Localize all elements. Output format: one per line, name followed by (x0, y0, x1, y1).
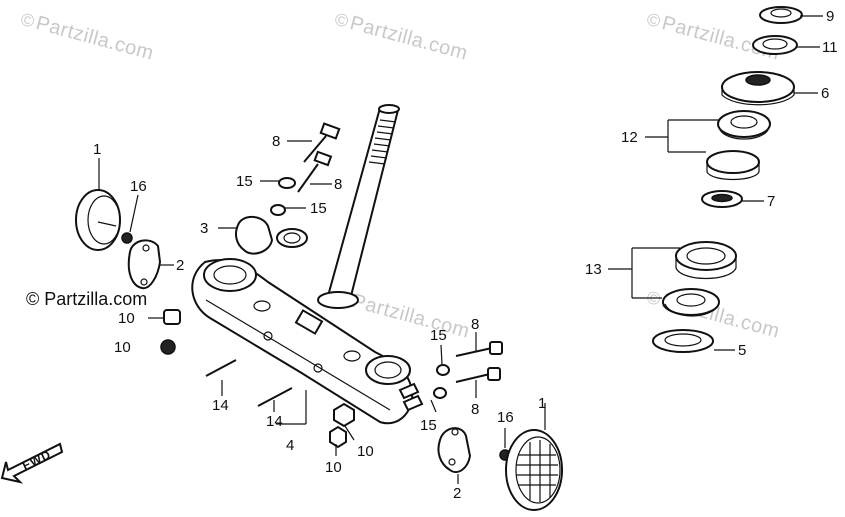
adjust-nut-6 (721, 71, 795, 106)
callout-8-right-bottom: 8 (471, 401, 480, 418)
lock-washer-11 (752, 35, 798, 55)
callout-1-left: 1 (93, 141, 102, 158)
washer-15-right (433, 364, 450, 399)
callout-14-right: 14 (266, 413, 283, 430)
bracket-left-2 (127, 239, 162, 290)
callout-2-right: 2 (453, 485, 462, 502)
callout-2-left: 2 (176, 257, 185, 274)
bolts-8-top (297, 122, 341, 193)
callout-12: 12 (621, 129, 638, 146)
callout-8-top: 8 (272, 133, 281, 150)
callout-10-left-top: 10 (118, 310, 135, 327)
callout-10-lower-left: 10 (325, 459, 342, 476)
emblem-cover-left (75, 189, 121, 251)
callout-8-right-top: 8 (471, 316, 480, 333)
callout-7: 7 (767, 193, 776, 210)
callout-10-left-bottom: 10 (114, 339, 131, 356)
callout-6: 6 (821, 85, 830, 102)
top-nut-9 (759, 6, 803, 24)
bracket-3 (235, 215, 308, 255)
dust-seal-7 (701, 190, 743, 208)
callout-15-top-left: 15 (236, 173, 253, 190)
bolts-8-right (455, 341, 503, 383)
steering-stem (317, 104, 400, 309)
side-watermark: © Partzilla.com (26, 289, 148, 309)
fwd-arrow (0, 442, 64, 484)
callout-15-top-right: 15 (310, 200, 327, 217)
callout-16-right: 16 (497, 409, 514, 426)
callout-16-left: 16 (130, 178, 147, 195)
nuts-10-left (160, 309, 181, 355)
callout-5: 5 (738, 342, 747, 359)
callout-8-mid: 8 (334, 176, 343, 193)
studs-14 (205, 359, 293, 407)
bracket-right-2 (437, 427, 472, 474)
callout-10-lower-right: 10 (357, 443, 374, 460)
leader-lines (98, 15, 823, 484)
washer-15-top (270, 177, 296, 216)
nuts-10-lower (329, 402, 355, 449)
dust-seal-5 (652, 329, 714, 353)
rubber-16-left (121, 232, 133, 244)
lower-bracket (191, 258, 424, 425)
callout-4: 4 (286, 437, 295, 454)
emblem-cover-right (505, 429, 563, 511)
callout-14-left: 14 (212, 397, 229, 414)
callout-11: 11 (822, 39, 838, 56)
bearing-12 (706, 110, 771, 181)
callout-13: 13 (585, 261, 602, 278)
callout-1-right: 1 (538, 395, 547, 412)
callout-3: 3 (200, 220, 209, 237)
callout-15-right-bottom: 15 (420, 417, 437, 434)
bearing-13 (662, 241, 737, 317)
callout-15-right-top: 15 (430, 327, 447, 344)
callout-9: 9 (826, 8, 835, 25)
